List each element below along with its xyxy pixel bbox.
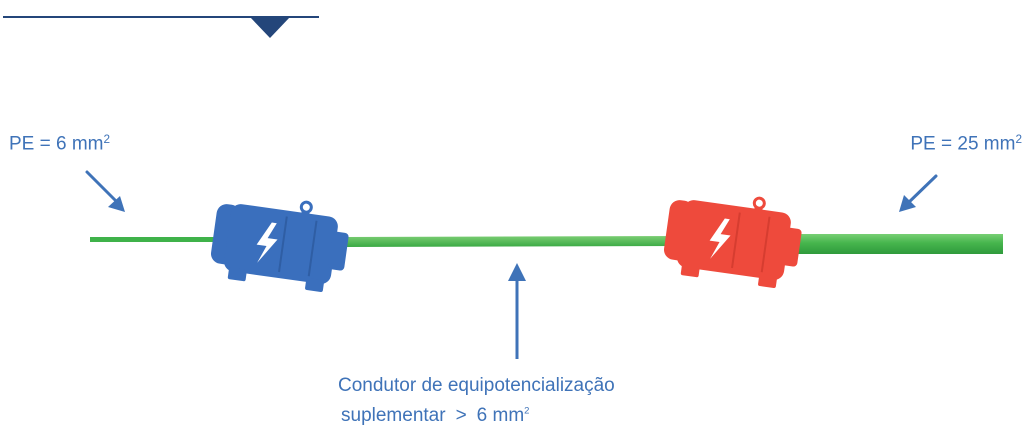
caption-line-2-operator: > <box>455 405 467 426</box>
caption-line-2-exponent: 2 <box>524 405 530 417</box>
caption-line-2: suplementar >6 mm2 <box>341 405 529 427</box>
pe-label-left-text: PE = 6 mm <box>9 133 104 155</box>
caption-line-2-prefix: suplementar <box>341 405 446 426</box>
electric-motor-icon <box>210 200 349 293</box>
electric-motor-icon <box>663 196 802 289</box>
pointer-arrow-up <box>508 263 526 359</box>
pe-label-right-exponent: 2 <box>1015 133 1022 146</box>
pe-conductor-thick <box>790 234 1003 254</box>
pe-conductor-thin <box>90 237 235 242</box>
triangle-down-icon <box>250 17 290 38</box>
lightning-bolt-icon <box>709 218 731 259</box>
pointer-arrow-left <box>85 170 125 212</box>
caption-line-1: Condutor de equipotencialização <box>338 375 615 396</box>
header-rule <box>3 16 319 38</box>
caption-line-2-value: 6 mm <box>476 405 525 426</box>
pe-label-right-text: PE = 25 mm <box>910 133 1016 155</box>
equipotential-conductor <box>345 236 690 247</box>
pe-label-left-exponent: 2 <box>103 133 111 146</box>
pointer-arrow-right <box>899 174 938 212</box>
pe-label-left: PE = 6 mm2 <box>9 133 110 155</box>
lightning-bolt-icon <box>256 222 278 263</box>
pe-label-right: PE = 25 mm2 <box>910 133 1022 155</box>
